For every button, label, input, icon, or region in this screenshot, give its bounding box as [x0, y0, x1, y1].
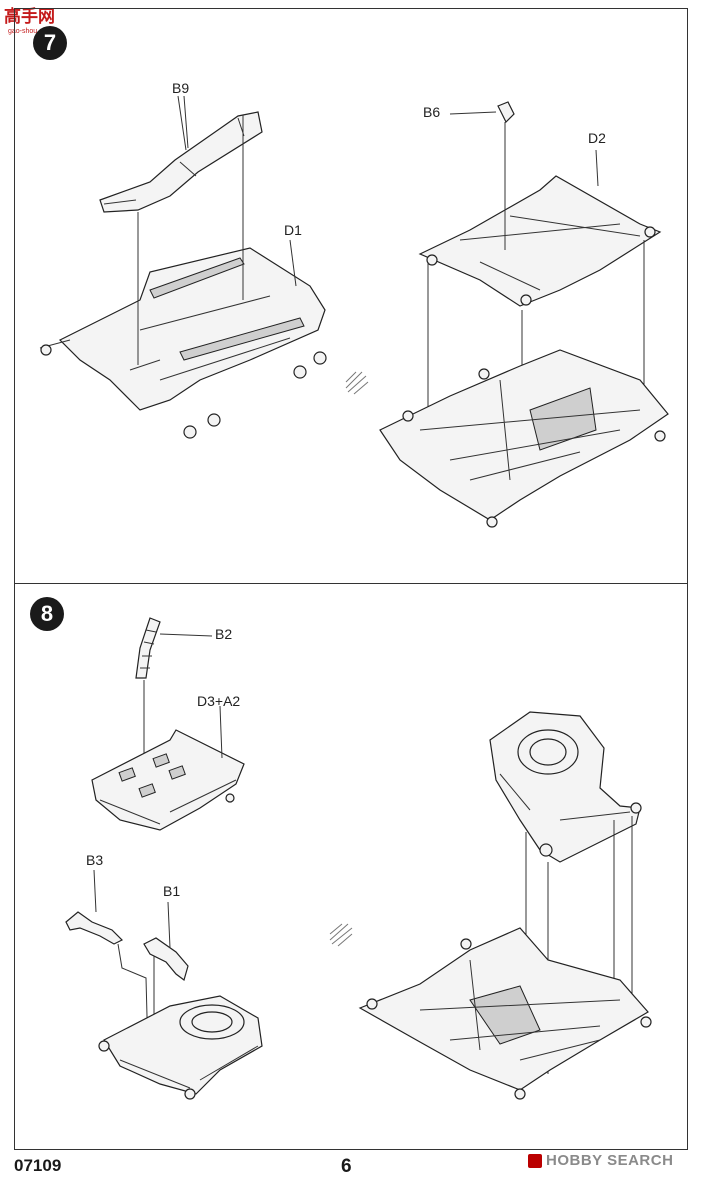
- part-d2-drawing: [418, 149, 662, 307]
- step-7-badge: 7: [33, 26, 67, 60]
- label-b2: B2: [215, 626, 233, 642]
- direction-arrow-step7: [345, 371, 369, 395]
- label-b9: B9: [172, 80, 190, 96]
- hobby-search-logo-icon: [528, 1153, 542, 1168]
- instruction-frame: [14, 8, 688, 1150]
- step-divider: [14, 583, 688, 584]
- part-b9-drawing: [99, 95, 263, 213]
- direction-arrow-step8: [329, 923, 353, 947]
- page-number: 6: [341, 1156, 352, 1177]
- watermark-domain: gao-shou.com: [8, 28, 53, 35]
- label-b6: B6: [423, 104, 441, 120]
- watermark-brand: 高手网: [4, 6, 55, 26]
- part-b2-drawing: [135, 617, 213, 679]
- step-8-number: 8: [40, 601, 54, 626]
- label-d3-a2: D3+A2: [197, 693, 241, 709]
- label-d2: D2: [588, 130, 606, 146]
- kit-code: 07109: [14, 1156, 62, 1175]
- turret-upper-drawing: [489, 711, 642, 863]
- step-8-badge: 8: [30, 597, 64, 631]
- label-b3: B3: [86, 852, 104, 868]
- label-b1: B1: [163, 883, 181, 899]
- chassis-step7-drawing: [379, 349, 669, 528]
- step-7-number: 7: [43, 30, 57, 55]
- part-d3-a2-drawing: [91, 705, 245, 831]
- part-b6-drawing: [449, 101, 515, 124]
- part-b3-drawing: [65, 869, 149, 1055]
- chassis-step8-drawing: [358, 927, 652, 1100]
- site-watermark-logo: 高手网 gao-shou.com: [2, 2, 72, 36]
- hobby-search-watermark: HOBBY SEARCH: [528, 1152, 673, 1169]
- part-d1-drawing: [39, 239, 327, 439]
- hobby-search-text: HOBBY SEARCH: [546, 1152, 674, 1169]
- label-d1: D1: [284, 222, 302, 238]
- turret-base-drawing: [98, 995, 263, 1100]
